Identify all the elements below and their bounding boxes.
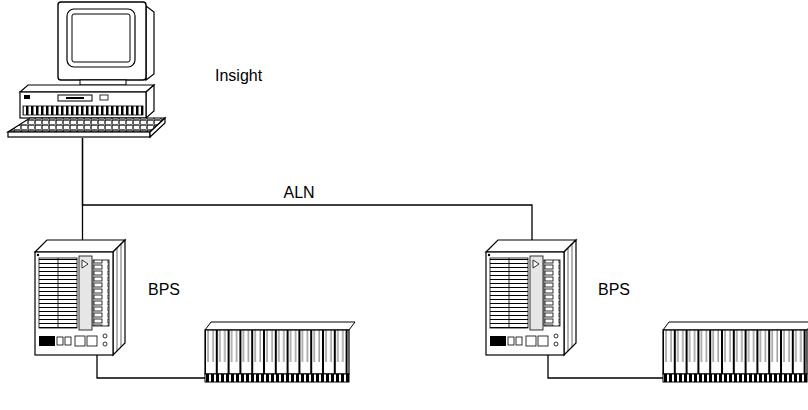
device-node: BPS xyxy=(35,240,127,355)
bus-wire xyxy=(97,355,205,378)
module-rack xyxy=(663,322,808,382)
module-rack xyxy=(205,322,355,382)
device-node: BPS xyxy=(486,240,578,355)
panel-illustration xyxy=(35,240,125,355)
panel-illustration xyxy=(486,240,576,355)
device-label: BPS xyxy=(598,280,630,299)
workstation-illustration xyxy=(8,2,165,137)
device-label: Insight xyxy=(215,66,262,85)
bus-wire xyxy=(548,355,663,378)
network-label: ALN xyxy=(282,183,317,202)
device-label: BPS xyxy=(148,280,180,299)
device-node: Insight xyxy=(0,0,165,138)
network-line xyxy=(83,138,533,240)
